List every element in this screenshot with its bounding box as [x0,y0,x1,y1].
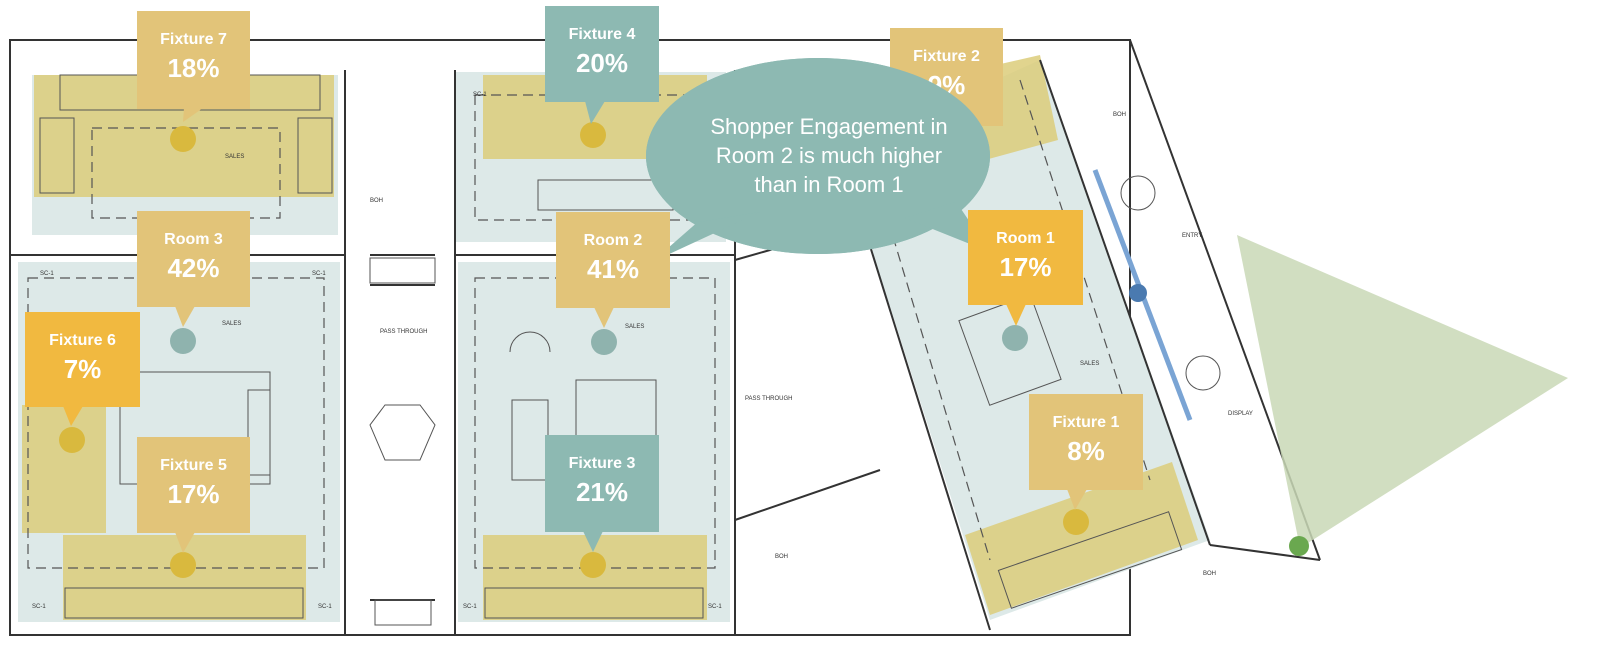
room-2-name: Room 2 [583,232,643,249]
insight-line-3: than in Room 1 [754,172,904,197]
fixture-2-name: Fixture 2 [913,48,980,65]
plan-label-sales-top: SALES [225,154,244,160]
plan-label-sc1-e: SC-1 [318,604,332,610]
fixture-1-zone [965,462,1198,615]
room-1-name: Room 1 [996,230,1055,247]
fixture-6-callout: Fixture 6 7% [25,312,140,427]
fixture-5-percent: 17% [167,479,220,509]
plan-label-entry: ENTRY [1182,233,1202,239]
room-1-percent: 17% [999,252,1052,282]
room-2-callout: Room 2 41% [556,212,670,328]
fixture-7-name: Fixture 7 [160,31,227,48]
fixture-3-callout: Fixture 3 21% [545,435,659,552]
fixture-6-percent: 7% [63,354,102,384]
room-2-percent: 41% [586,254,640,284]
fixture-1-name: Fixture 1 [1052,414,1120,431]
sensor-coverage [1237,235,1568,548]
fixture-7-callout: Fixture 7 18% [137,11,250,122]
sensor-green-dot [1289,536,1309,556]
fixture-7-percent: 18% [167,53,220,83]
fixture-5-callout: Fixture 5 17% [137,437,250,553]
fixture-4-callout: Fixture 4 20% [545,6,659,124]
marker-dots [59,122,1089,578]
plan-label-sc1-c: SC-1 [473,92,487,98]
insight-bubble-text: Shopper Engagement in Room 2 is much hig… [664,112,994,199]
fixture-5-name: Fixture 5 [160,457,227,474]
plan-label-display: DISPLAY [1228,411,1253,417]
insight-line-2: Room 2 is much higher [715,143,943,168]
fixture-4-name: Fixture 4 [568,26,636,43]
plan-label-sc1-d: SC-1 [32,604,46,610]
room-1-callout: Room 1 17% [968,210,1083,326]
room-3-percent: 42% [167,253,220,283]
plan-label-boh-1: BOH [370,198,383,204]
plan-label-sc1-a: SC-1 [40,271,54,277]
plan-label-boh-3: BOH [775,554,788,560]
plan-label-boh-2: BOH [1113,112,1126,118]
fixture-4-percent: 20% [575,48,629,78]
plan-label-sc1-f: SC-1 [463,604,477,610]
room-3-callout: Room 3 42% [137,211,250,327]
plan-label-sales-room3: SALES [222,321,241,327]
insight-line-1: Shopper Engagement in [710,114,948,139]
sensor-blue-dot [1129,284,1147,302]
plan-label-sales-room2: SALES [625,324,644,330]
fixture-6-name: Fixture 6 [49,332,116,349]
fixture-6-zone [22,405,106,533]
fixture-1-percent: 8% [1067,436,1105,466]
fixture-3-percent: 21% [575,477,629,507]
fixture-1-callout: Fixture 1 8% [1029,394,1143,510]
plan-label-sc1-g: SC-1 [708,604,722,610]
plan-label-sales-room1: SALES [1080,361,1099,367]
plan-label-pass-through-2: PASS THROUGH [745,396,792,402]
plan-label-pass-through-1: PASS THROUGH [380,329,427,335]
fixture-2-percent: 9% [927,70,966,100]
room-3-name: Room 3 [164,231,223,248]
plan-label-sc1-b: SC-1 [312,271,326,277]
plan-label-boh-4: BOH [1203,571,1216,577]
fixture-3-name: Fixture 3 [568,455,636,472]
